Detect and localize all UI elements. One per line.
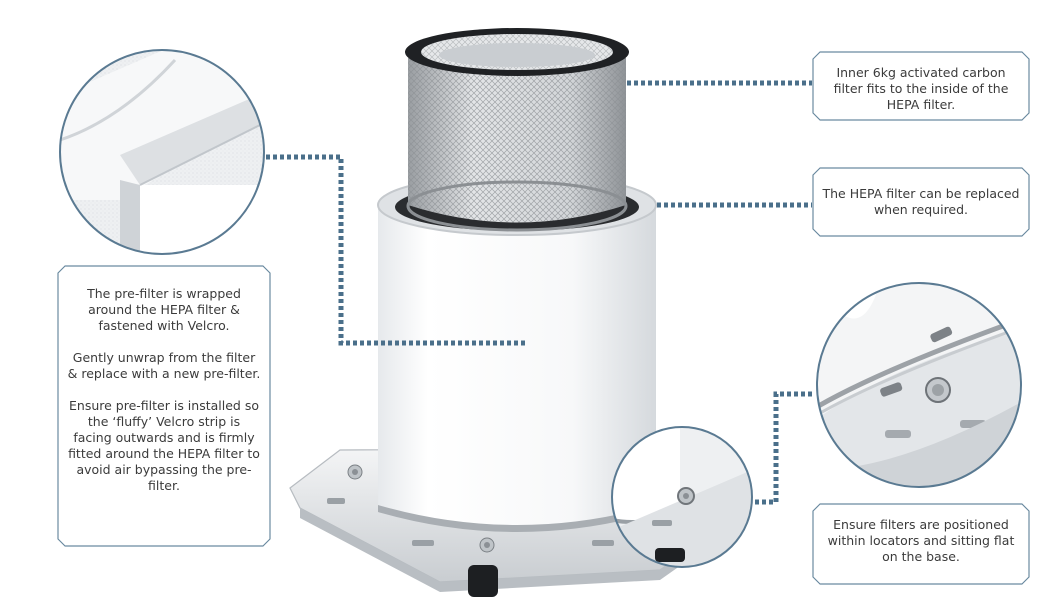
carbon-filter-text: Inner 6kg activated carbon filter fits t… [833,65,1009,112]
pre-filter-text-3: Ensure pre-filter is installed so the ‘f… [68,398,260,493]
callout-hepa-filter: The HEPA filter can be replaced when req… [812,167,1030,237]
connector-lines [266,80,815,505]
wheel-left [468,565,498,597]
hepa-filter-text: The HEPA filter can be replaced when req… [822,186,1020,217]
connector-locators [748,391,815,505]
pre-filter-text-1: The pre-filter is wrapped around the HEP… [87,286,241,333]
carbon-filter-drawing [405,28,629,232]
locator-detail-lens [816,282,1022,488]
callout-carbon-filter: Inner 6kg activated carbon filter fits t… [812,51,1030,121]
callout-locators: Ensure filters are positioned within loc… [812,503,1030,585]
velcro-detail-lens [59,49,265,255]
connector-prefilter [266,154,527,346]
base-detail-lens [611,426,753,568]
locators-text: Ensure filters are positioned within loc… [827,517,1015,564]
callout-pre-filter: The pre-filter is wrapped around the HEP… [57,265,271,547]
pre-filter-text-2: Gently unwrap from the filter & replace … [67,350,261,381]
